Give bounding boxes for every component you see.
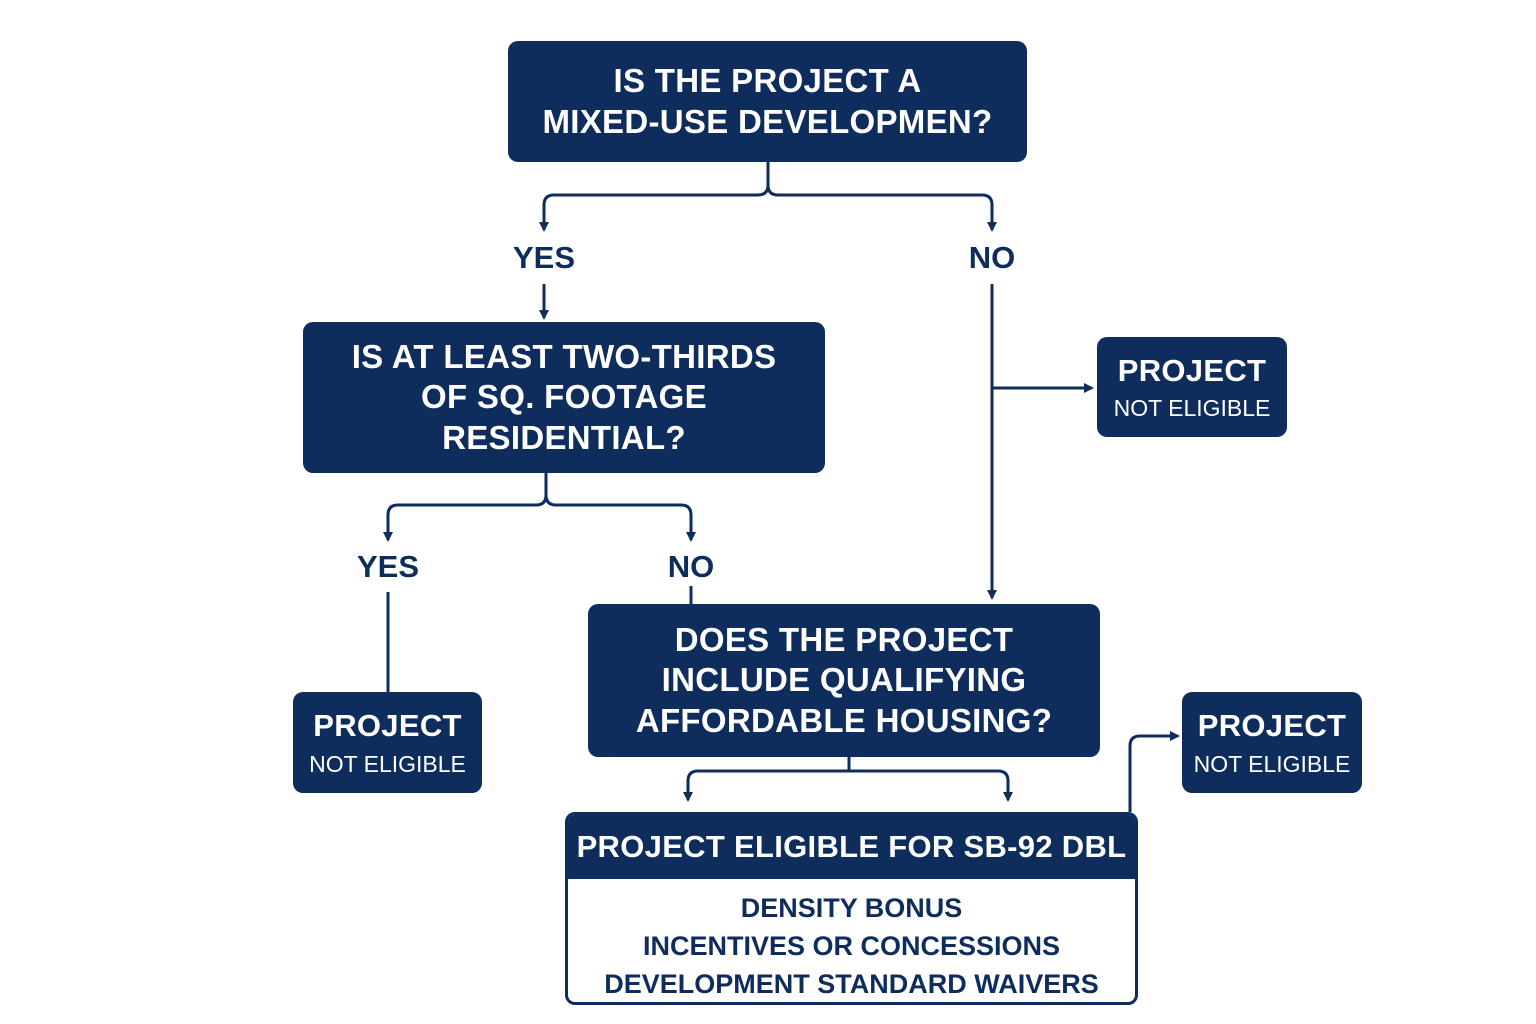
- not-eligible-box-top-right: PROJECT NOT ELIGIBLE: [1097, 337, 1287, 437]
- decision-two-thirds-yes-label: YES: [356, 549, 420, 584]
- decision-two-thirds-no-label: NO: [667, 549, 715, 584]
- connector-d1-split: [539, 162, 770, 232]
- decision-mixed-use-line-1: IS THE PROJECT A: [613, 61, 922, 99]
- decision-affordable-housing: DOES THE PROJECT INCLUDE QUALIFYING AFFO…: [588, 604, 1100, 757]
- not-eligible-subtitle: NOT ELIGIBLE: [1113, 395, 1271, 422]
- eligible-benefit-item: DENSITY BONUS: [740, 893, 963, 923]
- eligible-result-box: PROJECT ELIGIBLE FOR SB-92 DBL DENSITY B…: [565, 812, 1138, 1005]
- not-eligible-title: PROJECT: [1197, 708, 1347, 744]
- connector-d3-split-right: [849, 769, 1013, 802]
- decision-mixed-use: IS THE PROJECT A MIXED-USE DEVELOPMEN?: [508, 41, 1027, 162]
- eligible-benefit-item: INCENTIVES OR CONCESSIONS: [642, 931, 1061, 961]
- connector-d1-split-right: [766, 184, 997, 232]
- decision-mixed-use-no-label: NO: [968, 240, 1016, 275]
- decision-two-thirds-line-1: IS AT LEAST TWO-THIRDS: [351, 337, 777, 375]
- not-eligible-subtitle: NOT ELIGIBLE: [1193, 750, 1351, 777]
- connector-d2-split: [383, 473, 548, 542]
- decision-affordable-line-2: INCLUDE QUALIFYING: [661, 661, 1027, 699]
- decision-affordable-line-1: DOES THE PROJECT: [674, 620, 1014, 658]
- decision-mixed-use-yes-label: YES: [512, 240, 576, 275]
- decision-mixed-use-line-2: MIXED-USE DEVELOPMEN?: [542, 102, 993, 140]
- decision-two-thirds-line-3: RESIDENTIAL?: [442, 418, 686, 456]
- not-eligible-subtitle: NOT ELIGIBLE: [309, 750, 466, 777]
- not-eligible-title: PROJECT: [313, 708, 462, 744]
- decision-two-thirds-residential: IS AT LEAST TWO-THIRDS OF SQ. FOOTAGE RE…: [303, 322, 825, 473]
- decision-affordable-line-3: AFFORDABLE HOUSING?: [635, 701, 1053, 739]
- connector-d3-split: [683, 757, 851, 802]
- eligible-benefits-list: DENSITY BONUS INCENTIVES OR CONCESSIONS …: [568, 879, 1135, 1002]
- not-eligible-title: PROJECT: [1117, 352, 1267, 388]
- not-eligible-box-left: PROJECT NOT ELIGIBLE: [293, 692, 482, 793]
- not-eligible-box-bottom-right: PROJECT NOT ELIGIBLE: [1182, 692, 1362, 793]
- connector-to-not-eligible-bottom: [1128, 731, 1180, 812]
- connector-d2-split-right: [544, 494, 696, 542]
- eligible-title: PROJECT ELIGIBLE FOR SB-92 DBL: [568, 815, 1135, 879]
- eligible-benefit-item: DEVELOPMENT STANDARD WAIVERS: [604, 969, 1099, 999]
- decision-two-thirds-line-2: OF SQ. FOOTAGE: [421, 378, 707, 416]
